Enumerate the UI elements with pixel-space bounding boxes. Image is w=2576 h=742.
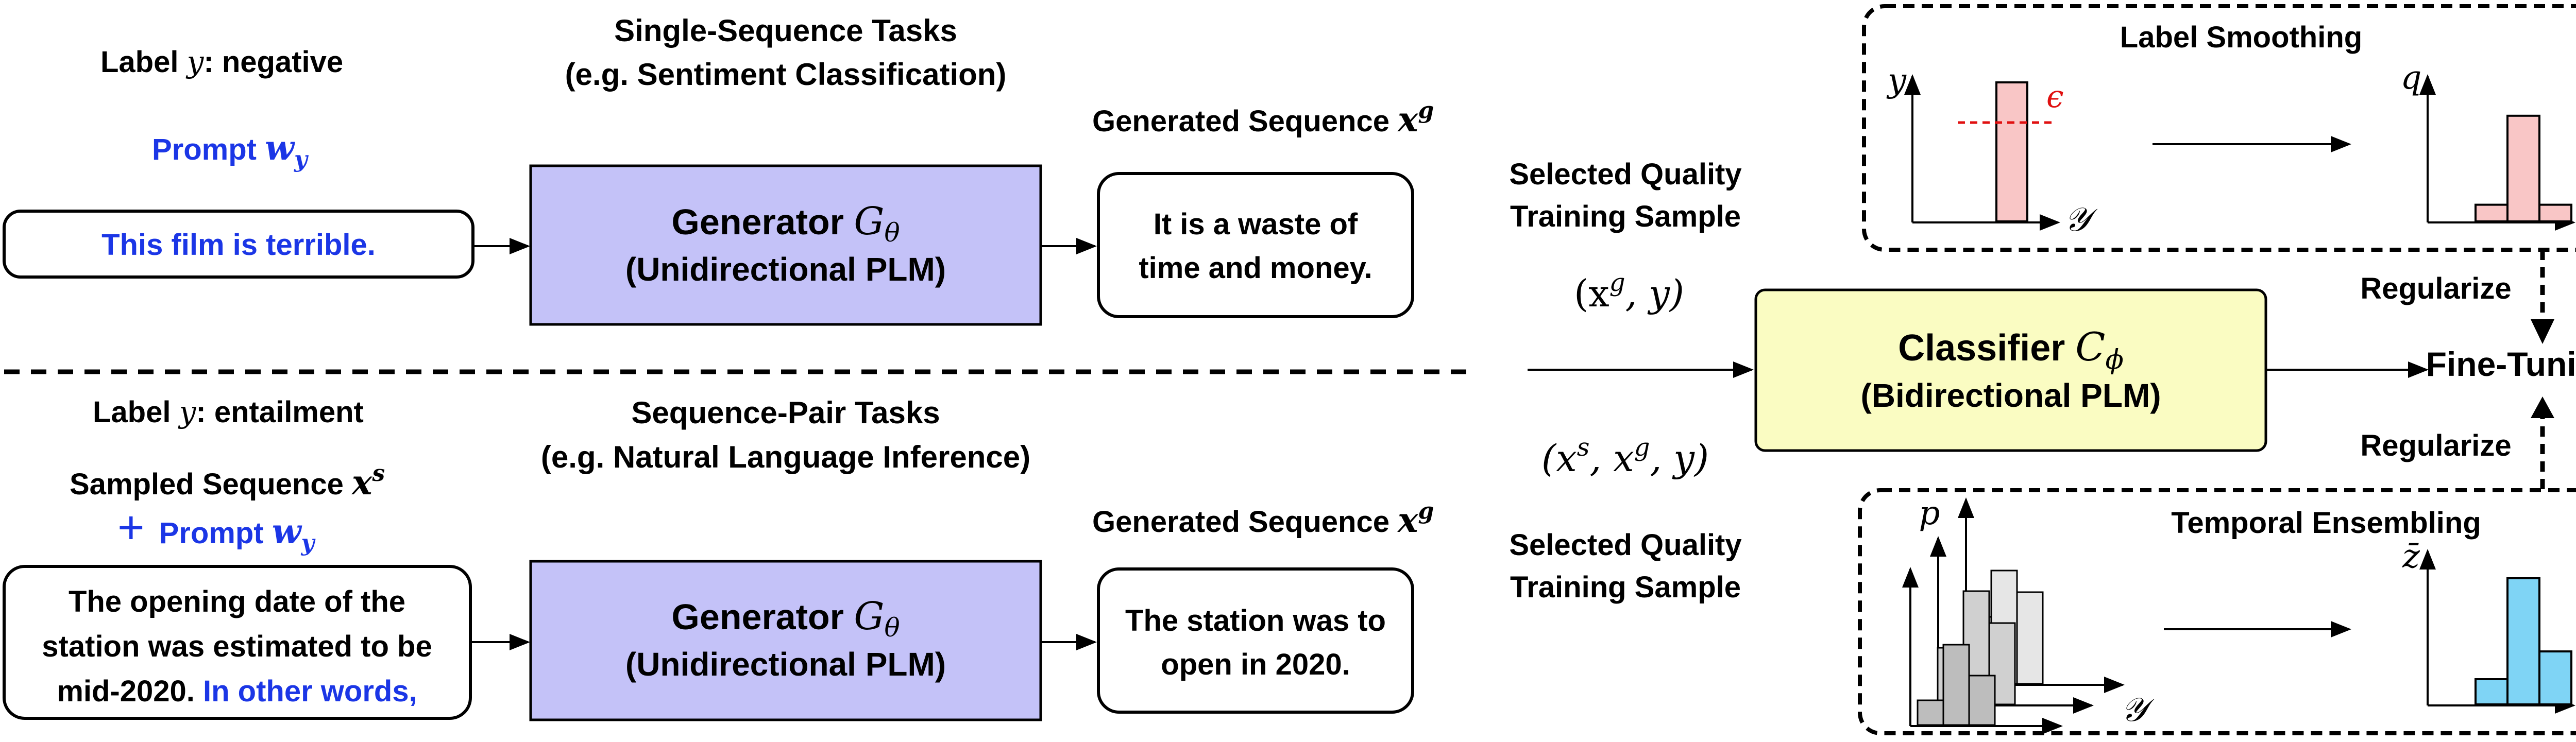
bottom-input-line1: The opening date of the	[69, 585, 405, 618]
regularize-bottom-label: Regularize	[2360, 429, 2511, 462]
te-right-bar-3	[2538, 650, 2572, 705]
top-input-text: This film is terrible.	[101, 228, 376, 262]
classifier-subtitle: (Bidirectional PLM)	[1860, 377, 2161, 414]
pair-notation-top: (xg, y)	[1574, 268, 1684, 315]
top-task-subtitle: (e.g. Sentiment Classification)	[565, 57, 1007, 92]
bottom-output-line2: open in 2020.	[1161, 648, 1350, 681]
top-task-title: Single-Sequence Tasks	[614, 13, 957, 48]
ls-left-bar-2	[1995, 81, 2028, 222]
label-smoothing-before-chart: y 𝒴 ϵ	[1886, 62, 2098, 239]
label-smoothing-after-chart: q 𝒴	[2401, 59, 2575, 231]
te-right-y-label: z̄	[2402, 538, 2420, 576]
bottom-label-text: Label y: entailment	[93, 394, 364, 429]
te-history-bar	[2016, 591, 2044, 685]
selected-sample-top-line1: Selected Quality	[1509, 158, 1741, 191]
top-output-line2: time and money.	[1139, 251, 1372, 285]
top-output-box	[1097, 172, 1414, 318]
selected-sample-bottom-line2: Training Sample	[1510, 571, 1741, 604]
ls-left-x-label: 𝒴	[2064, 201, 2098, 239]
top-generated-label: Generated Sequence xg	[1092, 97, 1434, 140]
bottom-prompt-label: +Prompt wy	[117, 502, 316, 556]
te-history-bar	[1942, 644, 1970, 726]
ls-right-bar-2	[2506, 114, 2540, 222]
bottom-output-box	[1097, 567, 1414, 714]
classifier-title: Classifier Cϕ	[1898, 324, 2124, 375]
ls-right-bar-1	[2475, 203, 2509, 223]
temporal-ensembling-title: Temporal Ensembling	[2171, 506, 2481, 540]
te-right-bar-2	[2506, 577, 2540, 705]
regularize-top-label: Regularize	[2360, 272, 2511, 305]
ls-epsilon-label: ϵ	[2046, 79, 2064, 115]
regularize-top-arrowhead	[2531, 319, 2554, 344]
selected-sample-bottom-line1: Selected Quality	[1509, 528, 1741, 562]
te-left-y-label: p	[1919, 494, 1940, 532]
top-label-text: Label y: negative	[100, 44, 343, 79]
bottom-task-subtitle: (e.g. Natural Language Inference)	[541, 440, 1030, 474]
bottom-task-title: Sequence-Pair Tasks	[631, 395, 940, 430]
ls-left-y-label: y	[1886, 62, 1907, 100]
top-generator-title: Generator Gθ	[671, 199, 900, 248]
bottom-generated-label: Generated Sequence xg	[1092, 498, 1434, 540]
selected-sample-top-line2: Training Sample	[1510, 200, 1741, 233]
bottom-generator-subtitle: (Unidirectional PLM)	[625, 646, 946, 683]
te-right-bar-1	[2475, 678, 2509, 705]
temporal-ensembling-history-chart: p 𝒴	[1902, 494, 2155, 734]
top-generator-box	[529, 164, 1042, 326]
label-smoothing-title: Label Smoothing	[2120, 21, 2362, 54]
temporal-ensembling-after-chart: z̄ 𝒴	[2402, 538, 2575, 714]
bottom-generator-title: Generator Gθ	[671, 594, 900, 643]
top-generator-subtitle: (Unidirectional PLM)	[625, 251, 946, 288]
bottom-generator-box	[529, 560, 1042, 721]
classifier-box	[1754, 288, 2267, 452]
top-input-box	[3, 210, 474, 279]
bottom-input-box	[3, 565, 472, 720]
label-smoothing-panel	[1862, 4, 2576, 252]
fine-tuning-label: Fine-Tuning	[2426, 345, 2576, 383]
bottom-input-line3: mid-2020. In other words,	[57, 675, 417, 708]
bottom-sampled-label: Sampled Sequence xs	[70, 460, 385, 503]
top-output-line1: It is a waste of	[1154, 208, 1358, 241]
regularize-bottom-arrowhead	[2531, 396, 2554, 418]
ls-right-y-label: q	[2401, 59, 2422, 97]
bottom-input-line2: station was estimated to be	[42, 630, 432, 663]
triple-notation-bottom: (xs, xg, y)	[1541, 433, 1709, 480]
temporal-ensembling-panel	[1858, 488, 2576, 735]
ls-right-bar-3	[2538, 203, 2572, 223]
te-left-x-label: 𝒴	[2121, 691, 2155, 729]
bottom-output-line1: The station was to	[1125, 604, 1386, 637]
te-history-bar	[1968, 675, 1996, 726]
top-prompt-label: Prompt wy	[152, 128, 309, 172]
te-history-bar	[1917, 699, 1944, 726]
